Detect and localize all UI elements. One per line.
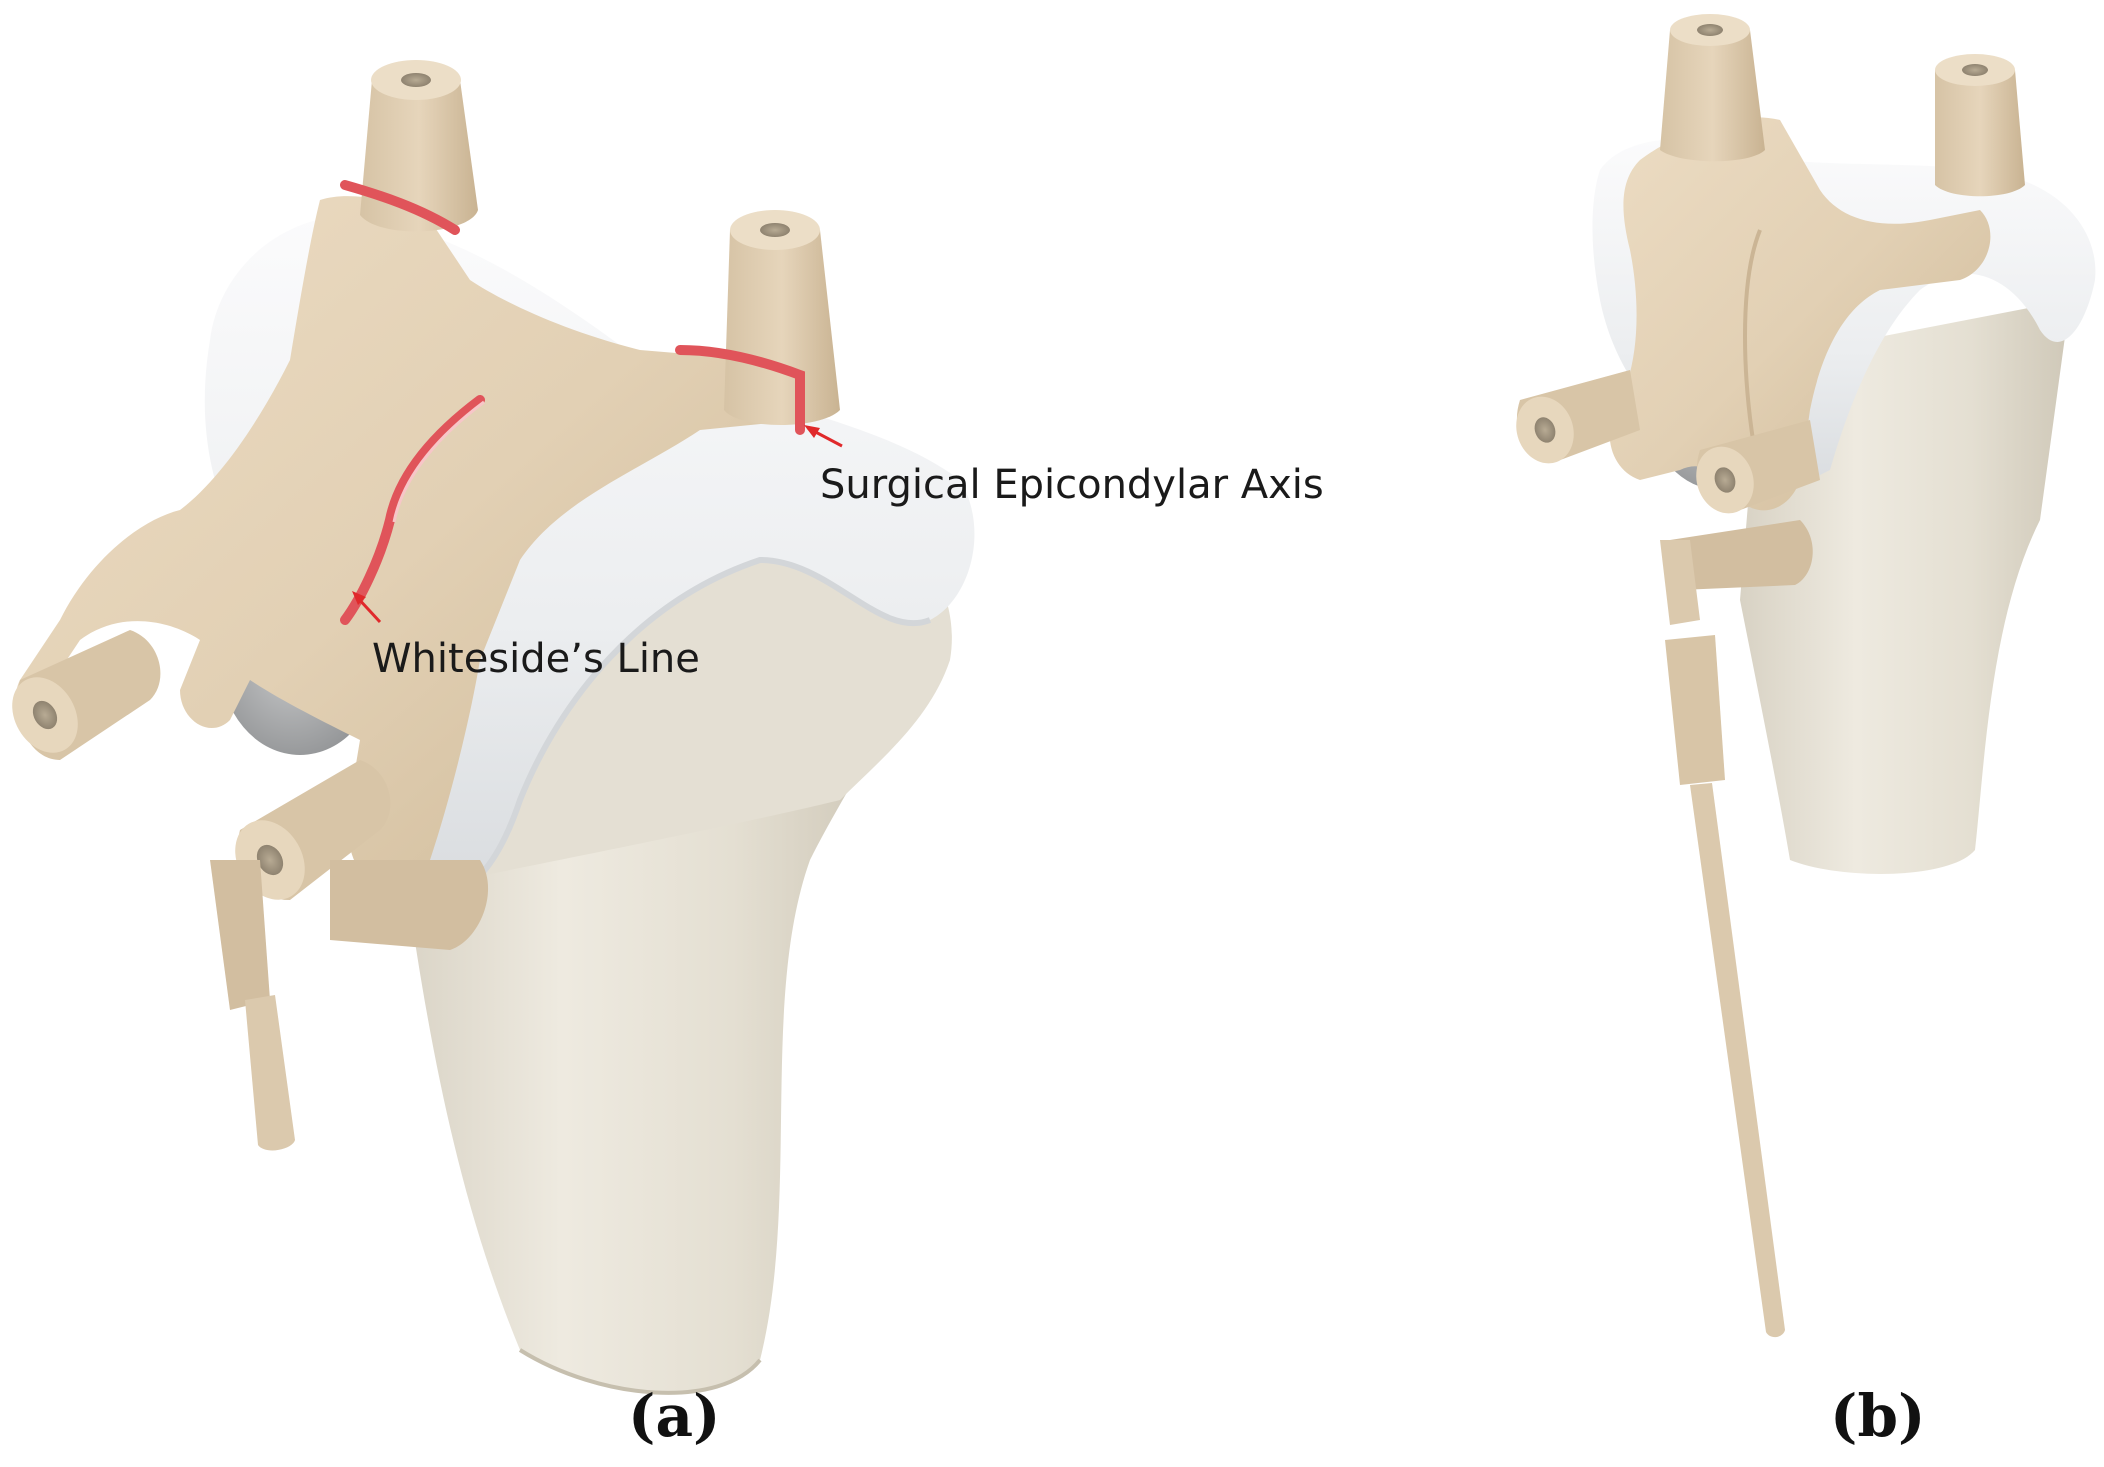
annotation-whitesides-line: Whiteside’s Line	[372, 636, 700, 682]
guide-peg-left-b	[1516, 370, 1640, 464]
top-post-2-a	[724, 210, 840, 425]
guide-peg-left-a	[12, 630, 161, 760]
guide-peg-right-b	[1696, 420, 1820, 514]
panel-label-b: (b)	[1830, 1382, 1926, 1450]
annotation-epicondylar-axis: Surgical Epicondylar Axis	[820, 462, 1324, 508]
epicondylar-axis-mark-right	[675, 345, 805, 435]
panel-b-render	[1516, 14, 2096, 1338]
arrow-whiteside	[352, 591, 382, 624]
panel-label-a: (a)	[628, 1382, 721, 1450]
top-post-2-b	[1935, 54, 2025, 197]
arrow-epicondylar	[804, 425, 843, 448]
guide-rod-a	[210, 860, 489, 1151]
panel-a-render	[12, 60, 975, 1395]
guide-rod-b	[1660, 520, 1813, 1338]
surgical-guide-b	[1609, 117, 1991, 511]
surgical-guide-a	[16, 196, 808, 900]
epicondylar-axis-mark-left	[340, 180, 460, 235]
top-post-1-a	[360, 60, 478, 232]
top-post-1-b	[1660, 14, 1765, 162]
whiteside-line-mark	[340, 395, 485, 625]
